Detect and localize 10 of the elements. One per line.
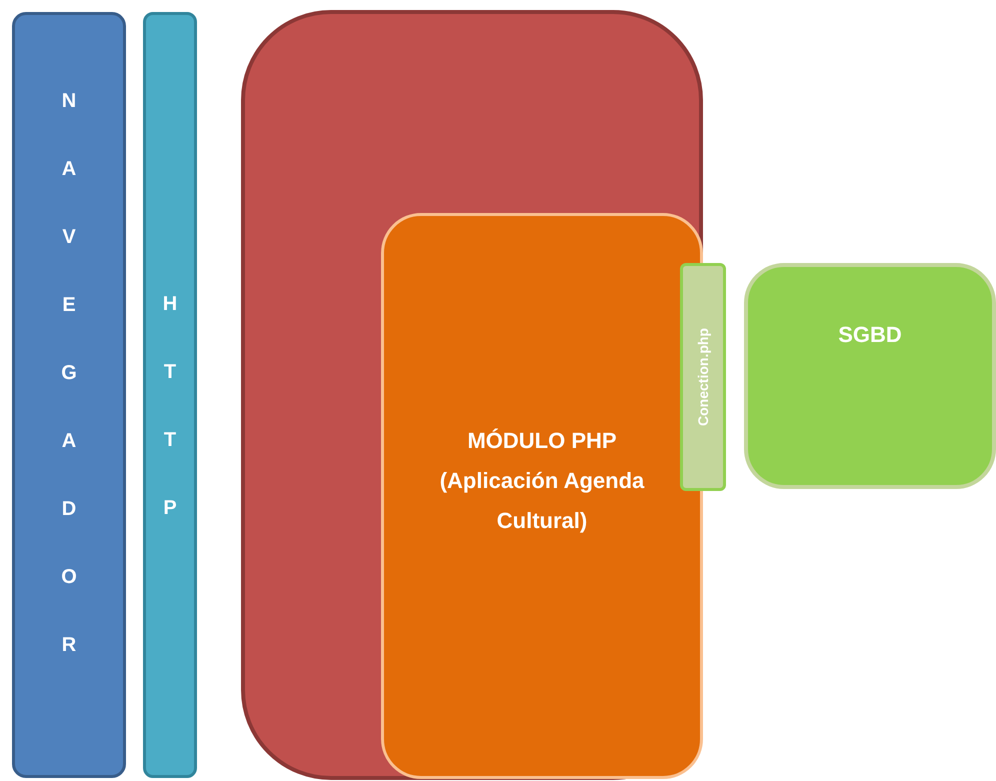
node-title: MÓDULO PHP <box>466 427 618 455</box>
node-subtitle: (Aplicación Agenda Cultural) <box>438 467 646 535</box>
node-title: SGBD <box>837 321 903 349</box>
file-label: Conection.php <box>695 328 711 426</box>
protocol-column <box>143 12 197 778</box>
database-box <box>744 263 996 489</box>
connector-file-box <box>680 263 726 491</box>
browser-column <box>12 12 126 778</box>
vertical-label: NAVEGADOR <box>60 89 78 658</box>
vertical-label: HTTP <box>162 292 178 521</box>
